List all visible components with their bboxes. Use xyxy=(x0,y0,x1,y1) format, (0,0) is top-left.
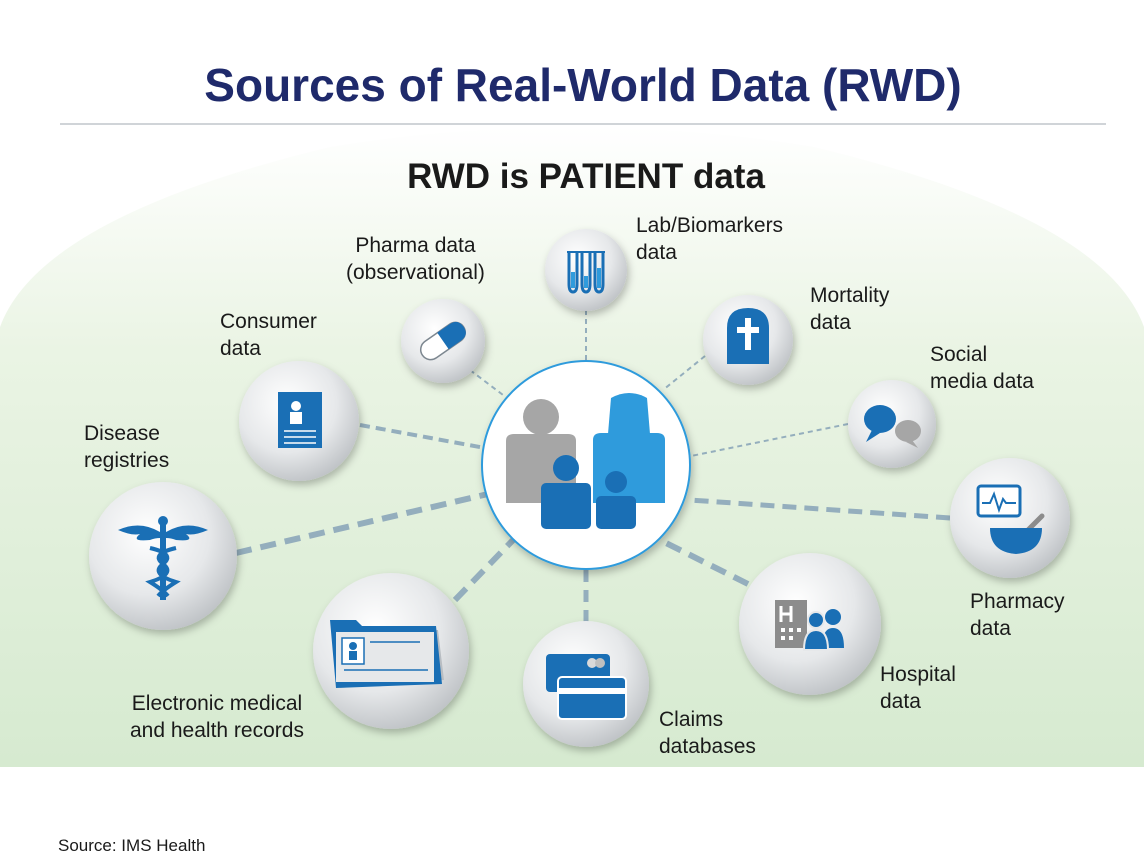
connector-hospital xyxy=(658,537,750,587)
source-node-social xyxy=(848,380,936,468)
title-divider xyxy=(60,123,1106,125)
connector-mortality xyxy=(662,355,706,391)
connector-pharma xyxy=(469,369,508,399)
credit-cards-icon xyxy=(546,654,627,720)
label-claims: Claims databases xyxy=(659,708,756,758)
source-node-disease xyxy=(89,482,237,630)
source-node-emr xyxy=(313,573,469,729)
label-social: Social media data xyxy=(930,343,1034,393)
diagram-subtitle: RWD is PATIENT data xyxy=(407,157,765,196)
label-mortality: Mortality data xyxy=(810,284,890,334)
label-disease: Disease registries xyxy=(84,422,170,472)
family-icon xyxy=(506,393,665,529)
connector-social xyxy=(690,423,849,457)
test-tubes-icon xyxy=(567,251,605,294)
source-note: Source: IMS Health xyxy=(58,836,206,855)
label-lab: Lab/Biomarkers data xyxy=(636,214,784,264)
connectors xyxy=(235,310,951,622)
source-node-consumer xyxy=(239,361,359,481)
tombstone-icon xyxy=(727,308,769,364)
speech-bubbles-icon xyxy=(864,405,921,448)
connector-disease xyxy=(235,491,489,556)
caduceus-icon xyxy=(118,516,208,600)
mortar-pestle-icon xyxy=(976,484,1045,554)
document-icon xyxy=(278,392,322,448)
pill-icon xyxy=(419,321,467,361)
hospital-people-icon xyxy=(775,600,844,651)
source-node-pharmacy xyxy=(950,458,1070,578)
source-node-hospital xyxy=(739,553,881,695)
connector-emr xyxy=(452,535,518,603)
source-node-claims xyxy=(523,621,649,747)
source-node-lab xyxy=(545,229,627,311)
connector-consumer xyxy=(359,423,486,450)
label-hospital: Hospital data xyxy=(880,663,956,713)
patient-hub xyxy=(481,360,691,570)
page-title: Sources of Real-World Data (RWD) xyxy=(204,59,962,111)
label-consumer: Consumer data xyxy=(220,310,317,360)
label-pharma: Pharma data (observational) xyxy=(346,234,485,284)
connector-pharmacy xyxy=(689,497,951,521)
label-emr: Electronic medical and health records xyxy=(130,692,304,742)
folder-icon xyxy=(330,620,444,688)
source-node-pharma xyxy=(401,299,485,383)
source-node-mortality xyxy=(703,295,793,385)
label-pharmacy: Pharmacy data xyxy=(970,590,1065,640)
